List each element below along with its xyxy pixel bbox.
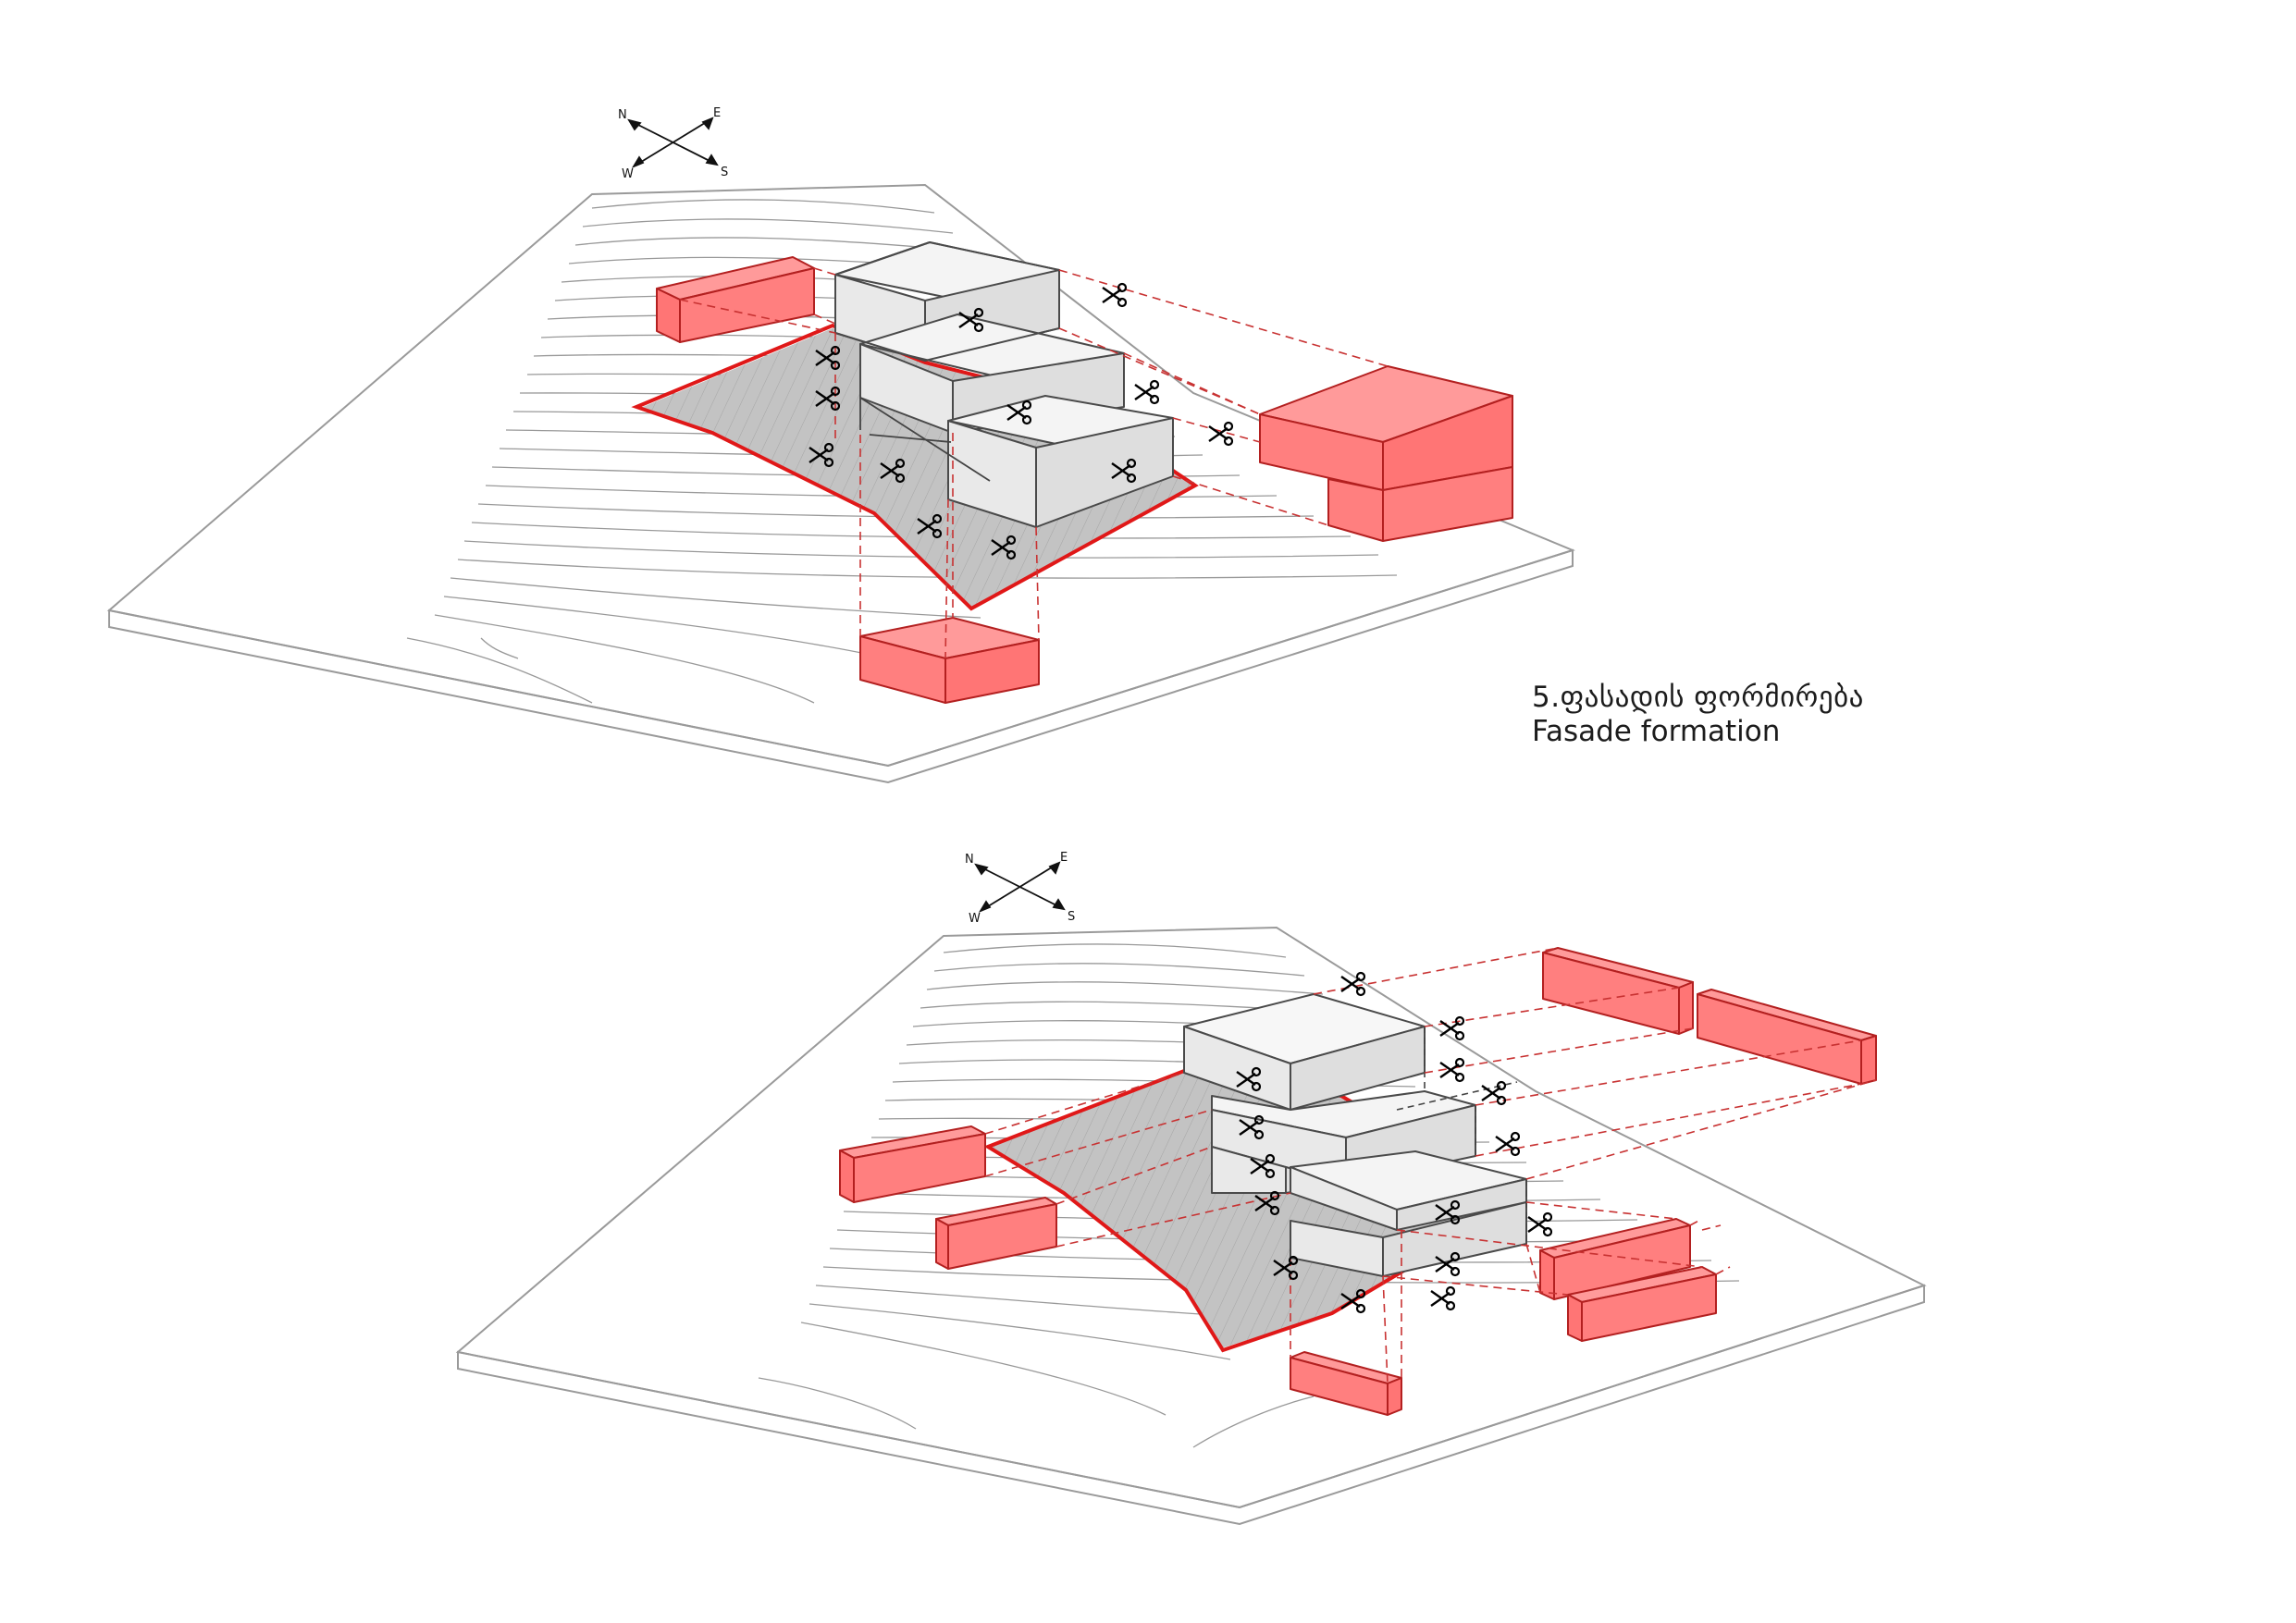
top-diagram: N E W S	[106, 106, 1575, 784]
compass-e-label: E	[1060, 851, 1068, 865]
compass-s-label: S	[721, 166, 728, 179]
title-georgian: 5.ფასადის ფორმირება	[1532, 681, 1864, 714]
projection-guides	[984, 947, 1877, 1384]
compass-n-label: N	[618, 108, 627, 122]
compass-w-label: W	[622, 167, 634, 181]
bottom-diagram: N E W S	[455, 851, 1927, 1526]
scissors-icon	[1101, 282, 1127, 308]
building-tiers	[834, 241, 1174, 528]
diagram-title: 5.ფასადის ფორმირება Fasade formation	[1532, 680, 1864, 748]
compass-s-label: S	[1068, 910, 1075, 924]
compass-icon: N E W S	[618, 106, 728, 181]
compass-w-label: W	[969, 912, 981, 926]
compass-e-label: E	[713, 106, 721, 120]
building-tiers	[1183, 993, 1527, 1277]
compass-icon: N E W S	[965, 851, 1075, 926]
facade-panels	[839, 947, 1877, 1416]
title-english: Fasade formation	[1532, 715, 1781, 748]
compass-n-label: N	[965, 853, 974, 867]
